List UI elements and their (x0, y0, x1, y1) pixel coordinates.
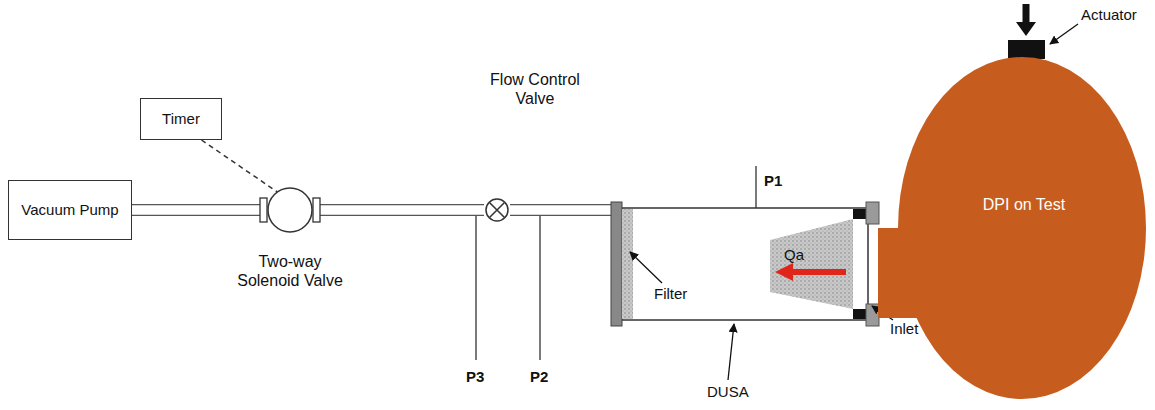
pipe-wall (132, 204, 260, 216)
pressure-label: P3 (466, 368, 484, 385)
pipe-bore (132, 205, 260, 215)
leader-line (728, 324, 734, 380)
leader-line (1050, 24, 1078, 44)
inlet-seal (853, 209, 867, 219)
filter-medium (622, 209, 633, 319)
inlet-flange (866, 202, 879, 224)
valve-flange (313, 198, 320, 222)
valve-body (268, 188, 312, 232)
press-arrow-head (1016, 22, 1036, 36)
pressure-tap (755, 166, 756, 208)
part-label: Actuator (1081, 6, 1137, 23)
valve-symbol (260, 186, 320, 234)
dusa-tube (622, 208, 868, 320)
node-text: Timer (156, 110, 206, 128)
pressure-tap (539, 216, 540, 360)
aerosol-plume (770, 219, 853, 309)
flow-control-valve: Flow Control Valve (484, 198, 510, 222)
pipe-connector (320, 210, 484, 211)
pressure-label: P2 (530, 368, 548, 385)
inlet-seal (853, 309, 867, 319)
pipe-bore (509, 205, 613, 215)
press-arrow (1023, 4, 1030, 24)
actuator-button (1008, 40, 1045, 59)
flow-arrow (784, 269, 846, 275)
pressure-label: P1 (764, 172, 782, 189)
node-text: Flow Control Valve (485, 70, 585, 108)
signal-line (202, 140, 278, 192)
node-text: Two-way Solenoid Valve (231, 252, 349, 290)
part-label: Filter (654, 285, 687, 302)
pipe-bore (320, 205, 484, 215)
leader-line (630, 252, 662, 283)
pipe-connector (132, 210, 260, 211)
inhaler-shell (898, 57, 1146, 399)
pipe-wall (320, 204, 484, 216)
inlet-flange (866, 304, 879, 326)
valve-flange (260, 198, 267, 222)
inhaler-body (878, 55, 1148, 403)
part-label: Inlet (890, 320, 918, 337)
pipe (510, 204, 612, 216)
pump-box: Vacuum Pump (8, 180, 132, 240)
filter-plate (611, 202, 622, 326)
valve-symbol (484, 198, 510, 222)
pressure-tap (475, 216, 476, 360)
part-label: DUSA (707, 383, 749, 400)
node-text: DPI on Test (983, 195, 1065, 214)
valve-body (486, 199, 508, 221)
dashed-line (202, 140, 278, 192)
solenoid-valve: Two-way Solenoid Valve (260, 186, 320, 234)
timer-box: Timer (140, 98, 222, 140)
valve-cross (490, 203, 505, 218)
node-text: Vacuum Pump (15, 201, 124, 219)
flow-label: Qa (784, 246, 804, 263)
dpi-inhaler: DPI on Test (878, 55, 1148, 403)
